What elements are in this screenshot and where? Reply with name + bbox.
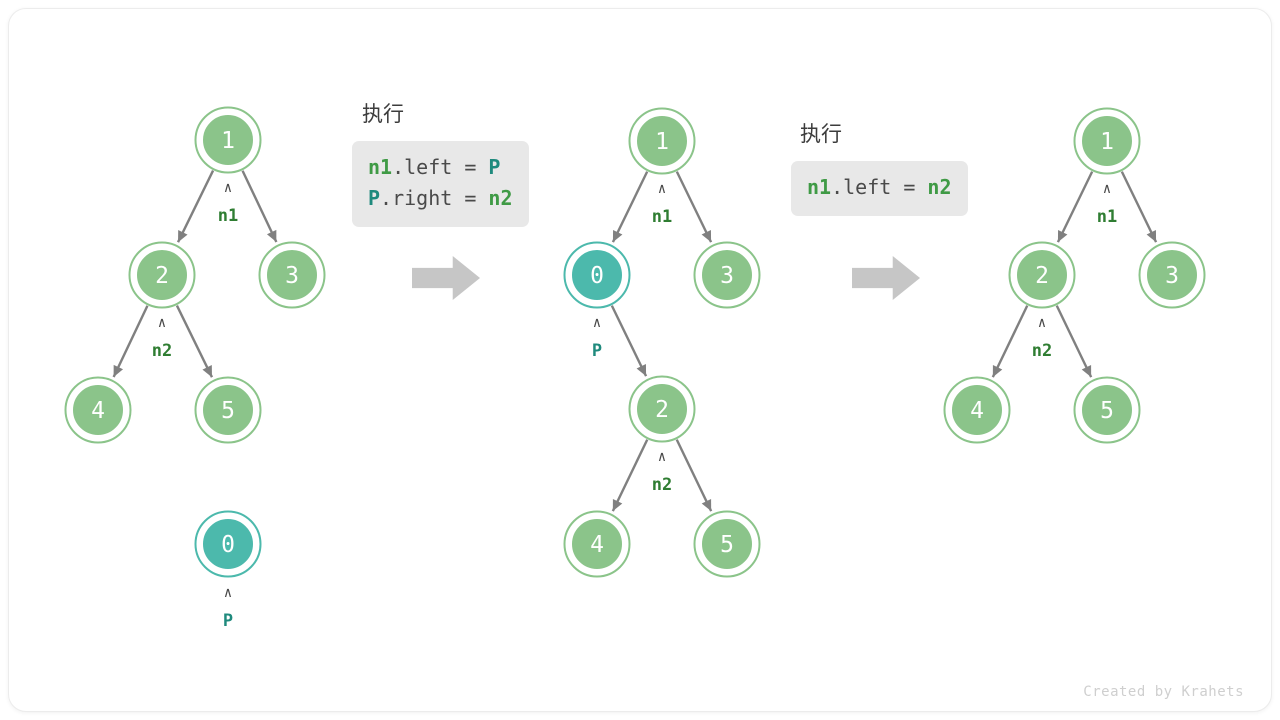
pointer-label-p: ∧P [223,585,233,631]
tree-node[interactable]: 5 [194,376,262,444]
pointer-name: n2 [152,341,172,361]
tree-edge [1056,171,1094,243]
pointer-label-n1: ∧ n1 [652,181,672,227]
tree-node-value: 1 [1100,129,1114,155]
tree-node-value: 5 [1100,398,1114,424]
pointer-label-n2: ∧ n2 [152,315,172,361]
pointer-name: n2 [652,475,672,495]
code-token: .right = [380,186,489,210]
tree-edge [112,305,149,378]
tree-node[interactable]: 0 [563,241,631,309]
tree-node[interactable]: 5 [1073,376,1141,444]
tree-edge [1120,171,1158,243]
pointer-label-n1: ∧ n1 [218,180,238,226]
pointer-label-n2: ∧ n2 [652,449,672,495]
tree-edge [675,439,713,512]
tree-node[interactable]: 4 [943,376,1011,444]
caret-icon: ∧ [593,315,601,331]
tree-node[interactable]: 3 [693,241,761,309]
pointer-label-p: ∧P [592,315,602,361]
tree-node[interactable]: 1 [1073,107,1141,175]
tree-edge [1055,305,1093,378]
code-line: P.right = n2 [368,183,513,214]
code-token: n1 [807,175,832,199]
pointer-name: n1 [652,207,672,227]
code-snippet-box: n1.left = n2 [791,161,968,216]
tree-node-value: 5 [221,398,235,424]
tree-node-value: 1 [655,129,669,155]
tree-node-value: 2 [655,397,669,423]
tree-node-value: 5 [720,532,734,558]
tree-edge [675,171,713,243]
tree-node[interactable]: 3 [258,241,326,309]
exec-label: 执行 [800,123,842,146]
code-token: .left = [831,175,928,199]
caret-icon: ∧ [658,449,666,465]
tree-node[interactable]: 4 [563,510,631,578]
tree-node-value: 4 [590,532,604,558]
tree-node[interactable]: 1 [194,106,262,174]
code-token: n2 [488,186,513,210]
pointer-name: n1 [1097,207,1117,227]
tree-node-value: 3 [285,263,299,289]
pointer-name: P [592,341,602,361]
pointer-name: n2 [1032,341,1052,361]
tree-node-value: 3 [1165,263,1179,289]
pointer-label-n1: ∧ n1 [1097,181,1117,227]
tree-node-value: 3 [720,263,734,289]
tree-node-value: 2 [1035,263,1049,289]
tree-node-value: 2 [155,263,169,289]
tree-node[interactable]: 0 [194,510,262,578]
pointer-name: P [223,611,233,631]
caret-icon: ∧ [158,315,166,331]
exec-label: 执行 [362,103,404,126]
tree-node[interactable]: 1 [628,107,696,175]
tree-node[interactable]: 2 [1008,241,1076,309]
tree-node-value: 4 [91,398,105,424]
tree-node[interactable]: 3 [1138,241,1206,309]
tree-node[interactable]: 4 [64,376,132,444]
pointer-name: n1 [218,206,238,226]
credit-text: Created by Krahets [1083,684,1244,700]
caret-icon: ∧ [224,180,232,196]
caret-icon: ∧ [1038,315,1046,331]
step-transition-arrow [412,256,480,300]
code-token: .left = [392,155,489,179]
code-line: n1.left = n2 [807,172,952,203]
tree-node[interactable]: 5 [693,510,761,578]
tree-edge [176,170,215,243]
step-transition-arrow [852,256,920,300]
caret-icon: ∧ [224,585,232,601]
caret-icon: ∧ [658,181,666,197]
code-token: P [488,155,501,179]
tree-node-value: 0 [221,532,235,558]
tree-edge [611,439,649,512]
code-token: n2 [927,175,952,199]
tree-node[interactable]: 2 [628,375,696,443]
code-token: n1 [368,155,393,179]
tree-edge [991,305,1029,378]
code-line: n1.left = P [368,152,513,183]
code-token: P [368,186,381,210]
pointer-label-n2: ∧ n2 [1032,315,1052,361]
tree-node-value: 4 [970,398,984,424]
tree-edge [175,305,214,378]
tree-edge [610,305,648,377]
tree-node-value: 1 [221,128,235,154]
tree-node-value: 0 [590,263,604,289]
tree-edge [241,170,278,243]
tree-node[interactable]: 2 [128,241,196,309]
tree-edge [611,171,649,243]
caret-icon: ∧ [1103,181,1111,197]
